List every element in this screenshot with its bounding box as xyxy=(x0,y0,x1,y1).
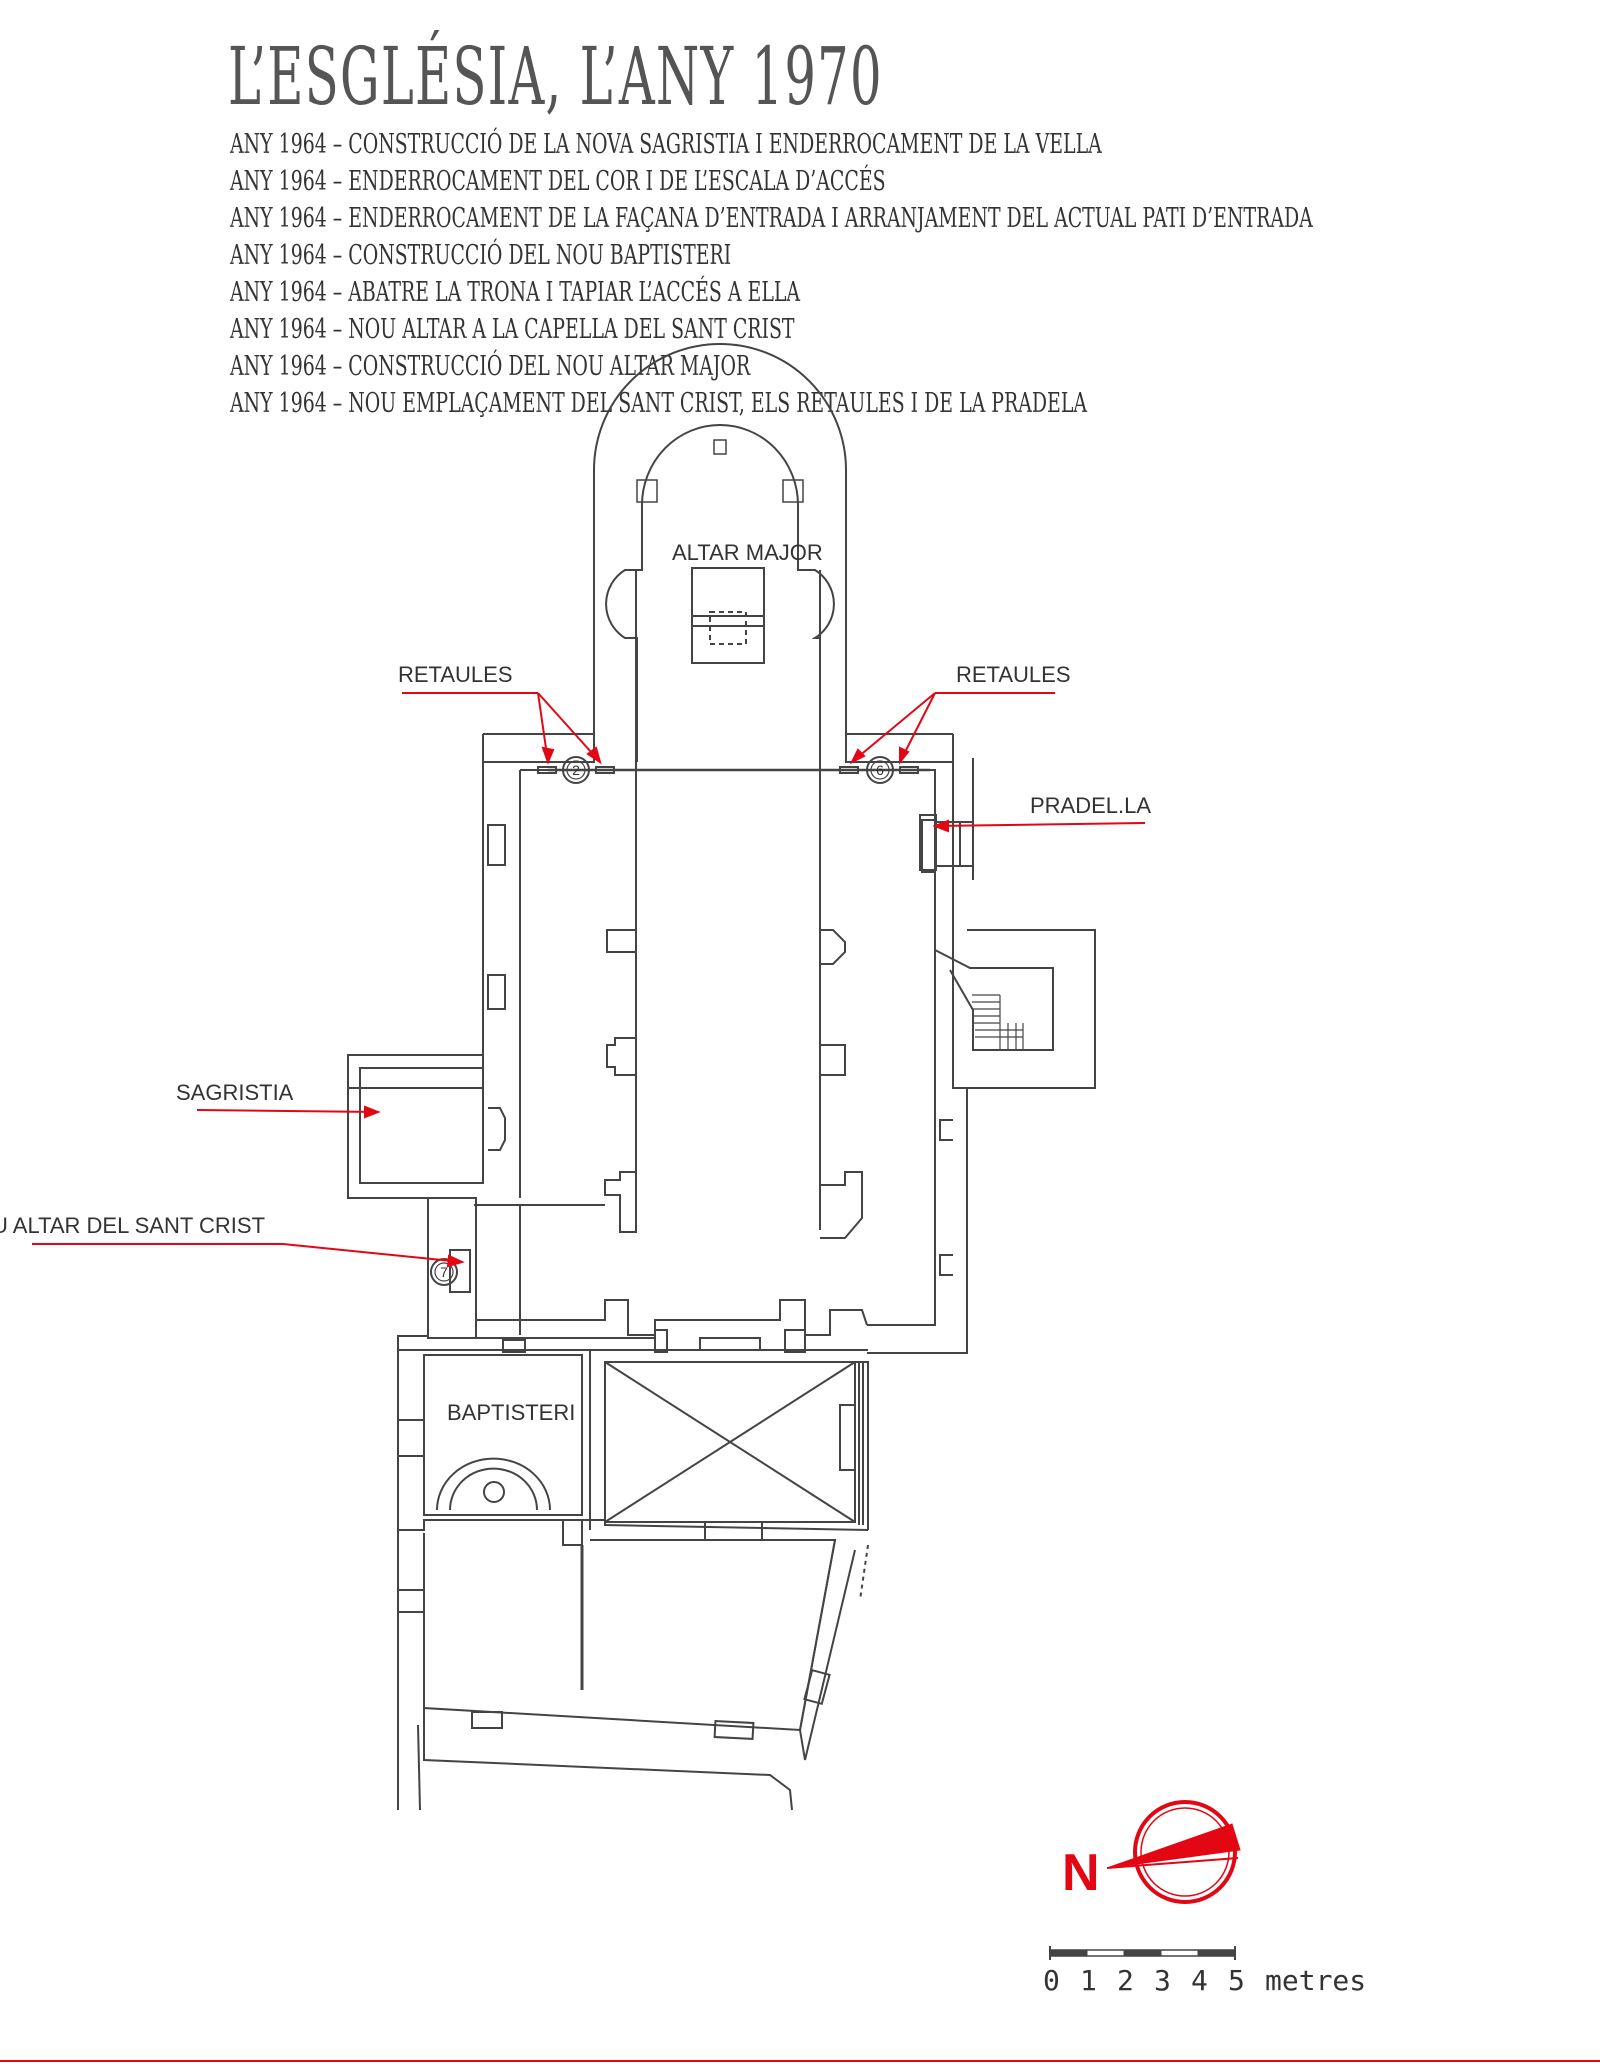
sant-crist-leader xyxy=(282,1243,463,1263)
stair-annex xyxy=(934,929,1096,1089)
stair-treads xyxy=(972,994,1024,1050)
scale-unit: metres xyxy=(1265,1964,1366,1997)
note-line: ANY 1964 – CONSTRUCCIÓ DEL NOU BAPTISTER… xyxy=(230,240,732,271)
note-line: ANY 1964 – CONSTRUCCIÓ DEL NOU ALTAR MAJ… xyxy=(230,351,751,382)
marker-2: 2 xyxy=(537,756,615,784)
scale-tick-1: 1 xyxy=(1080,1964,1097,1997)
note-line: ANY 1964 – ABATRE LA TRONA I TAPIAR L’AC… xyxy=(230,277,801,308)
retaules-right-leader-a xyxy=(851,692,936,763)
scale-tick-5: 5 xyxy=(1228,1964,1245,1997)
lower-rooms xyxy=(397,1519,869,1811)
sagristia-leader xyxy=(196,1109,379,1113)
note-line: ANY 1964 – ENDERROCAMENT DEL COR I DE L’… xyxy=(230,166,886,197)
scale-tick-3: 3 xyxy=(1154,1964,1171,1997)
marker-7: 7 xyxy=(430,1258,458,1286)
drawing-title: L’ESGLÉSIA, L’ANY 1970 xyxy=(228,30,883,123)
note-line: ANY 1964 – NOU ALTAR A LA CAPELLA DEL SA… xyxy=(230,314,795,345)
north-arrow: N xyxy=(1062,1800,1241,1904)
label-sagristia: SAGRISTIA xyxy=(176,1080,294,1105)
marker-7-number: 7 xyxy=(440,1264,448,1280)
apse xyxy=(483,343,953,763)
baptisteri-room xyxy=(397,1354,583,1546)
note-line: ANY 1964 – ENDERROCAMENT DE LA FAÇANA D’… xyxy=(230,203,1313,234)
marker-6: 6 xyxy=(839,756,919,784)
annotation-leaders xyxy=(32,692,1146,1268)
sant-crist-chapel xyxy=(427,1197,477,1339)
scale-tick-4: 4 xyxy=(1191,1964,1208,1997)
marker-6-number: 6 xyxy=(876,762,884,778)
scale-tick-0: 0 xyxy=(1043,1964,1060,1997)
label-retaules-left: RETAULES xyxy=(398,662,513,687)
pradella-leader xyxy=(934,822,1146,827)
retaules-left-leader-b xyxy=(537,692,601,763)
scale-tick-2: 2 xyxy=(1117,1964,1134,1997)
sagristia-room xyxy=(347,1054,484,1198)
label-pradella: PRADEL.LA xyxy=(1030,793,1151,818)
entrance-wall xyxy=(398,1299,868,1353)
note-line: ANY 1964 – CONSTRUCCIÓ DE LA NOVA SAGRIS… xyxy=(230,129,1102,160)
label-retaules-right: RETAULES xyxy=(956,662,1071,687)
change-notes: ANY 1964 – CONSTRUCCIÓ DE LA NOVA SAGRIS… xyxy=(230,126,1600,422)
nave xyxy=(347,570,968,1810)
label-altar-major: ALTAR MAJOR xyxy=(672,540,823,565)
note-line: ANY 1964 – NOU EMPLAÇAMENT DEL SANT CRIS… xyxy=(230,388,1088,419)
altar-major xyxy=(691,567,765,664)
plan-labels: ALTAR MAJOR RETAULES RETAULES PRADEL.LA … xyxy=(0,540,1151,1425)
label-baptisteri: BAPTISTERI xyxy=(447,1400,575,1425)
scale-bar: 0 1 2 3 4 5 metres xyxy=(1043,1946,1366,1997)
marker-2-number: 2 xyxy=(572,762,580,778)
pati-entrada xyxy=(589,1350,869,1541)
north-label: N xyxy=(1062,1844,1100,1902)
label-altar-sant-crist: U ALTAR DEL SANT CRIST xyxy=(0,1213,265,1238)
